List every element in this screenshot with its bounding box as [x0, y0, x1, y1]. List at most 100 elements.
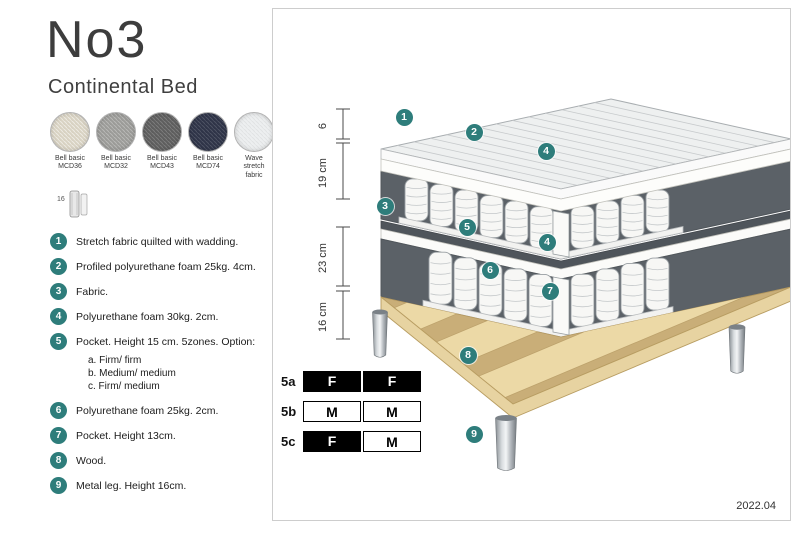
firmness-cell: M	[303, 401, 361, 422]
leg-dimension-icon: 16	[56, 188, 96, 222]
firmness-row-label: 5b	[281, 404, 297, 419]
feature-number-badge: 5	[50, 333, 67, 350]
leg-top-cap	[729, 324, 745, 330]
dimension-markers	[336, 108, 350, 340]
feature-item: 9 Metal leg. Height 16cm.	[50, 476, 270, 494]
feature-number-badge: 8	[50, 451, 67, 469]
swatch-label-line2: MCD36	[58, 163, 82, 171]
callout-badge-3: 3	[376, 197, 394, 215]
feature-number-badge: 4	[50, 308, 67, 325]
feature-item: 1 Stretch fabric quilted with wadding.	[50, 233, 270, 250]
swatch-label-line1: Bell basic	[101, 155, 131, 162]
dimension-label: 16 cm	[317, 302, 329, 332]
profiled-foam-band	[380, 148, 790, 212]
callout-badge-4b: 4	[538, 233, 556, 251]
dimension-labels: 6 19 cm 23 cm 16 cm	[317, 123, 329, 332]
callout-badge-5: 5	[458, 218, 476, 236]
feature-text: Pocket. Height 13cm.	[76, 429, 176, 442]
leg-height-label: 16	[57, 196, 65, 203]
firmness-cell: F	[363, 371, 421, 392]
fabric-swatch-circle	[96, 112, 136, 152]
firmness-cell: M	[363, 431, 421, 452]
swatch-label-line2: stretch fabric	[243, 163, 265, 179]
dimension-label: 23 cm	[317, 243, 329, 273]
version-label: 2022.04	[736, 500, 776, 512]
swatch-label-line2: MCD74	[196, 163, 220, 171]
diagram-panel: 6 19 cm 23 cm 16 cm 1 2 4 3 5 4 6 7 8 9 …	[272, 8, 791, 521]
firmness-row-label: 5c	[281, 434, 296, 449]
product-title: No3	[46, 11, 148, 69]
feature-item: 3 Fabric.	[50, 283, 270, 300]
feature-text: Profiled polyurethane foam 25kg. 4cm.	[76, 261, 256, 273]
fabric-swatch-circle	[188, 112, 228, 152]
upper-mattress	[380, 98, 790, 260]
leg-sketch-icon: 16	[57, 190, 88, 218]
feature-number-badge: 3	[50, 283, 67, 300]
feature-item: 5 Pocket. Height 15 cm. 5zones. Option:	[50, 333, 270, 350]
swatch-label-line2: MCD43	[150, 163, 174, 171]
dimension-label: 6	[317, 123, 329, 129]
swatch-label-line1: Wave	[245, 155, 263, 162]
swatch-label-line1: Bell basic	[193, 155, 223, 162]
callout-badge-8: 8	[459, 346, 477, 364]
fabric-swatch-circle	[234, 112, 274, 152]
feature-text: Metal leg. Height 16cm.	[76, 479, 187, 492]
swatch-label-line2: MCD32	[104, 163, 128, 171]
feature-number-badge: 9	[50, 476, 67, 494]
fabric-swatch-circle	[142, 112, 182, 152]
callout-badge-4a: 4	[537, 142, 555, 160]
feature-item: 6 Polyurethane foam 25kg. 2cm.	[50, 401, 270, 419]
feature-number-badge: 2	[50, 258, 67, 275]
leg-top-cap	[372, 309, 388, 315]
feature-item: 2 Profiled polyurethane foam 25kg. 4cm.	[50, 258, 270, 275]
lower-mattress	[380, 210, 790, 338]
feature-text: Pocket. Height 15 cm. 5zones. Option:	[76, 336, 256, 348]
swatch-label-line1: Bell basic	[147, 155, 177, 162]
bed-cutaway-illustration: 6 19 cm 23 cm 16 cm	[317, 98, 790, 471]
feature-options: a. Firm/ firm b. Medium/ medium c. Firm/…	[88, 354, 270, 394]
metal-leg	[372, 311, 388, 358]
firmness-cell: F	[303, 431, 361, 452]
firmness-row: 5a F F	[281, 371, 421, 392]
fabric-swatch-circle	[50, 112, 90, 152]
firmness-cell: F	[303, 371, 361, 392]
callout-badge-1: 1	[395, 108, 413, 126]
metal-leg	[728, 326, 746, 374]
feature-text: Polyurethane foam 30kg. 2cm.	[76, 311, 219, 323]
upper-corner-post	[552, 210, 570, 258]
feature-number-badge: 7	[50, 426, 67, 444]
dimension-label: 19 cm	[317, 158, 329, 188]
feature-text: Stretch fabric quilted with wadding.	[76, 236, 239, 248]
feature-option: a. Firm/ firm	[88, 355, 142, 366]
feature-item: 8 Wood.	[50, 451, 270, 469]
callout-badge-6: 6	[481, 261, 499, 279]
callout-badge-2: 2	[465, 123, 483, 141]
product-subtitle: Continental Bed	[48, 76, 198, 98]
feature-item: 7 Pocket. Height 13cm.	[50, 426, 270, 444]
firmness-options-table: 5a F F 5b M M 5c F M	[281, 371, 421, 461]
swatch-label-line1: Bell basic	[55, 155, 85, 162]
firmness-row: 5b M M	[281, 401, 421, 422]
feature-text: Fabric.	[76, 286, 109, 298]
firmness-row-label: 5a	[281, 374, 296, 389]
callout-badge-7: 7	[541, 282, 559, 300]
quilt-pattern	[397, 102, 775, 186]
leg-top-cap	[495, 415, 517, 421]
feature-number-badge: 6	[50, 401, 67, 419]
feature-text: Polyurethane foam 25kg. 2cm.	[76, 404, 219, 417]
firmness-row: 5c F M	[281, 431, 421, 452]
metal-legs	[372, 309, 746, 471]
feature-option: c. Firm/ medium	[88, 381, 160, 393]
feature-item: 4 Polyurethane foam 30kg. 2cm.	[50, 308, 270, 325]
firmness-cell: M	[363, 401, 421, 422]
feature-number-badge: 1	[50, 233, 67, 250]
feature-text: Wood.	[76, 454, 107, 467]
